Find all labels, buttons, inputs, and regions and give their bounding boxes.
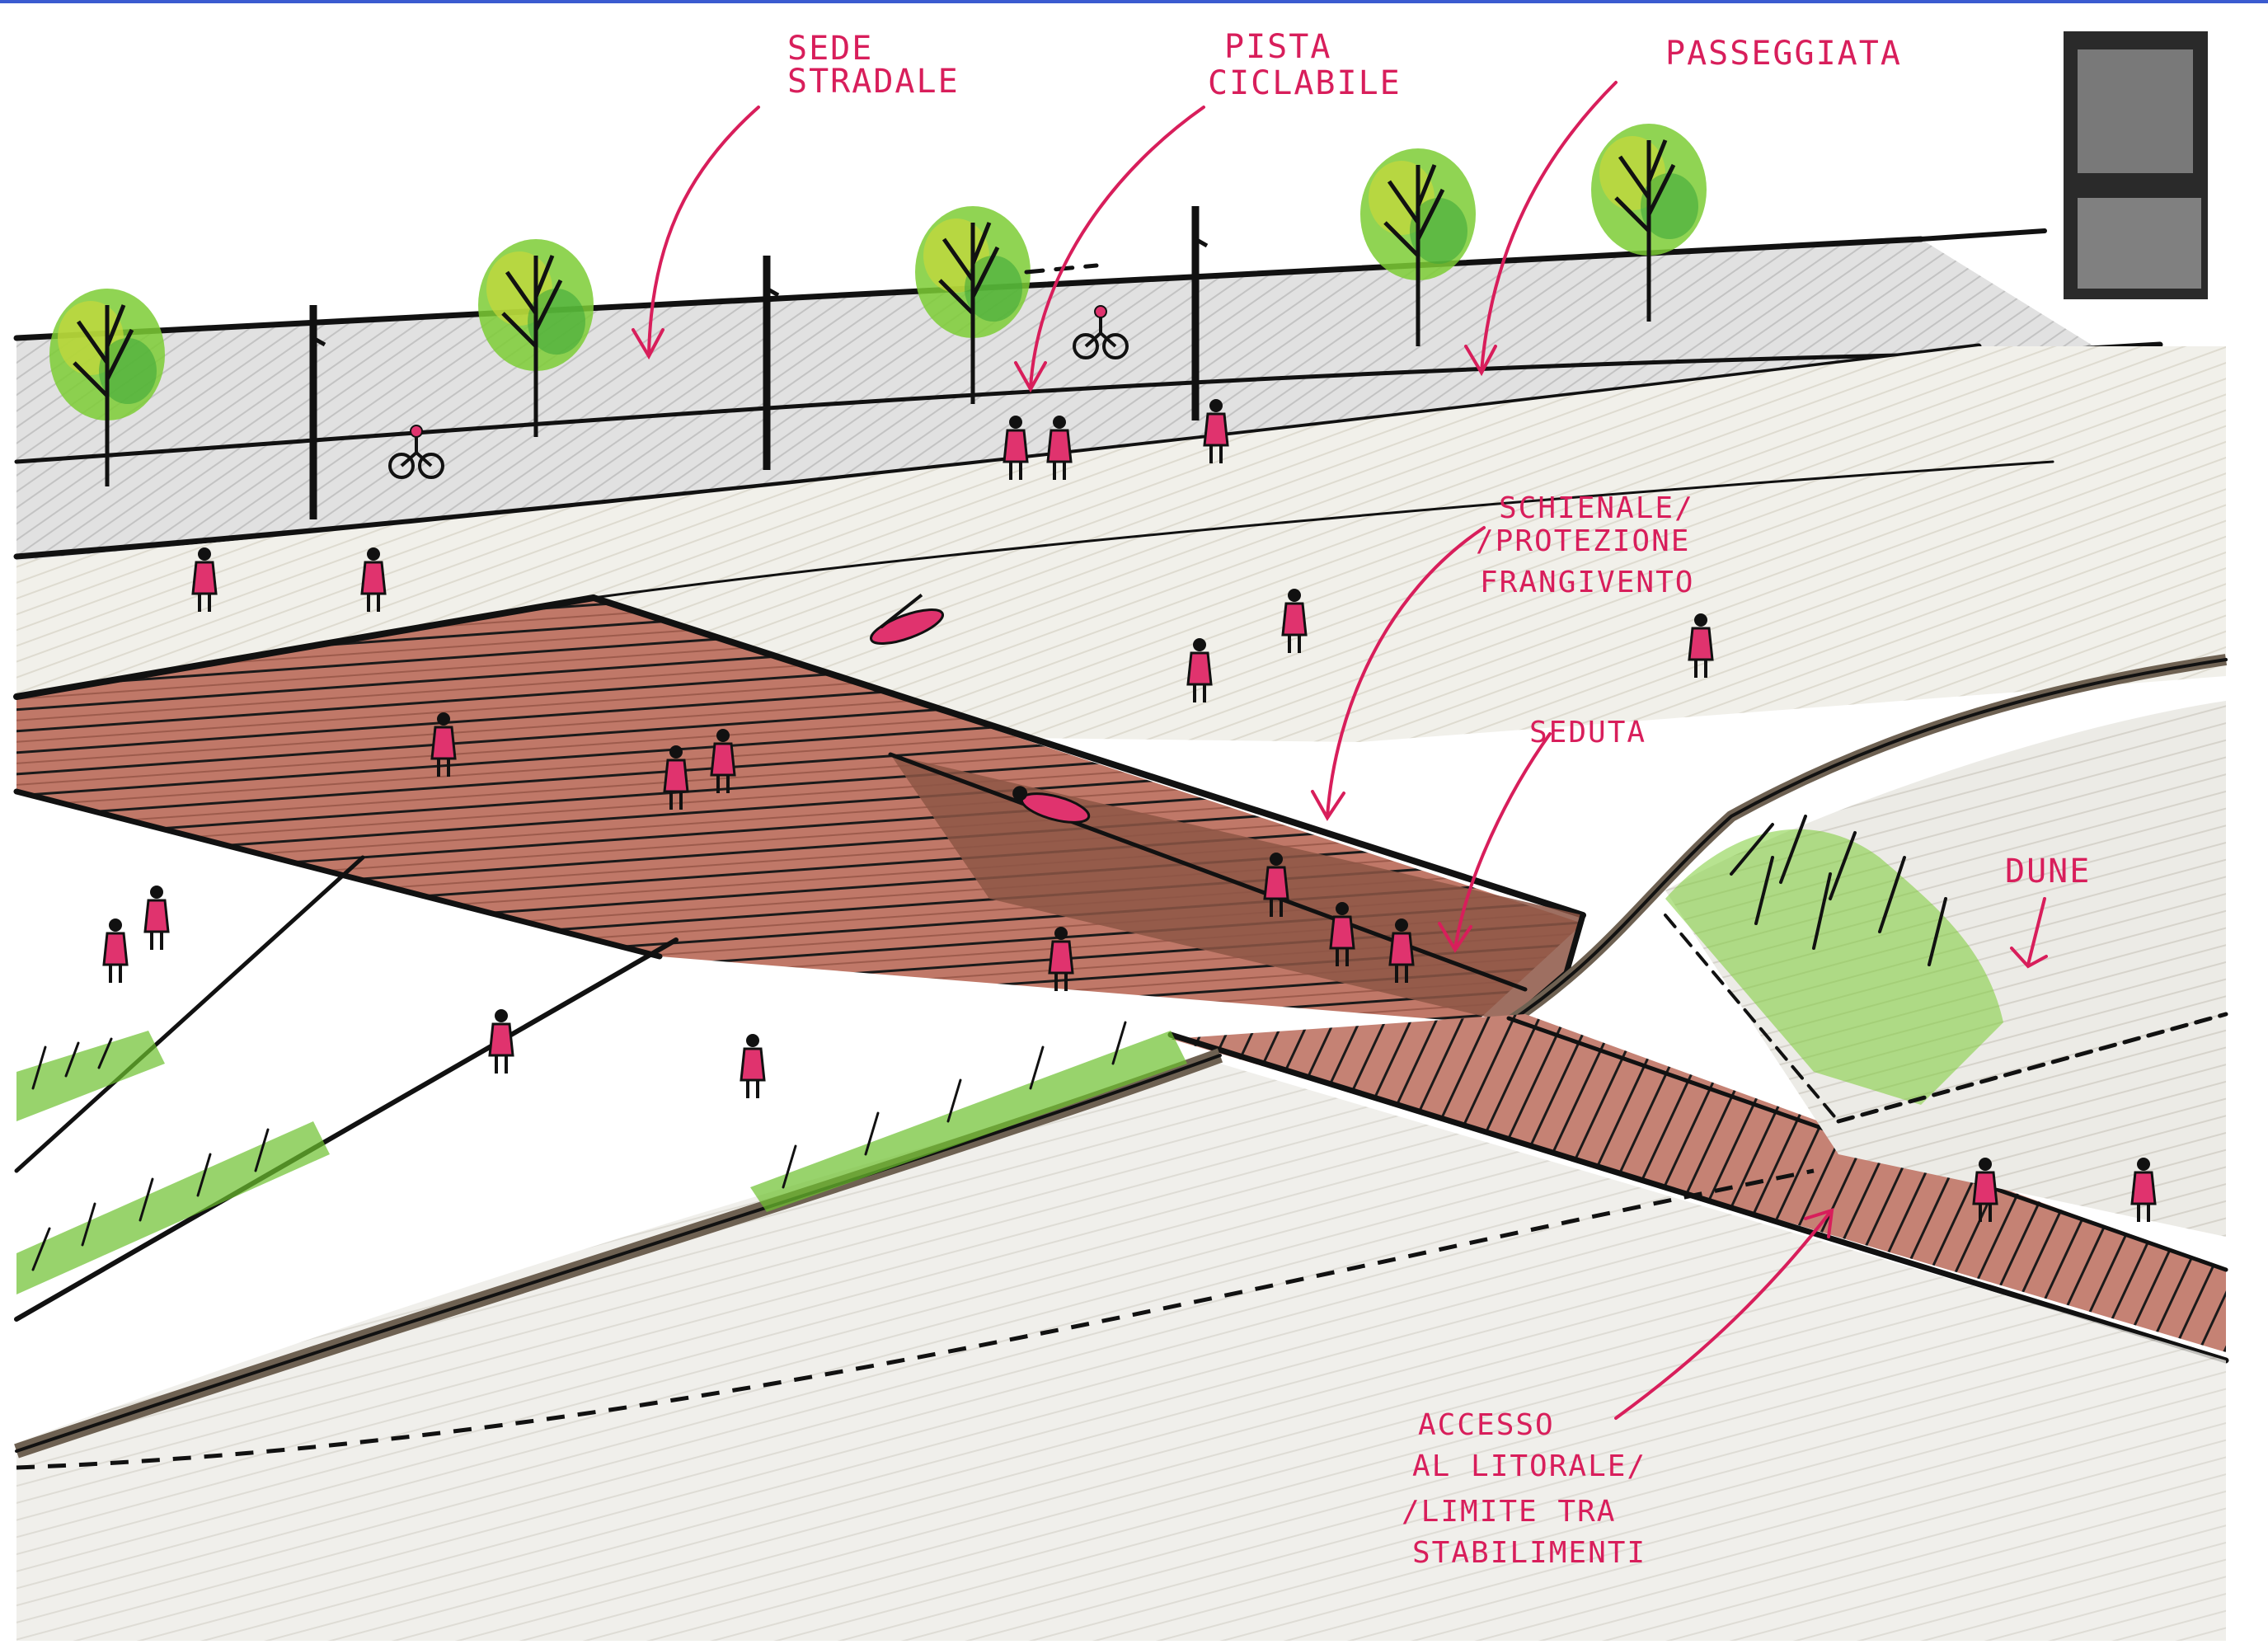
- label-line: PISTA: [1224, 28, 1331, 66]
- skateboarder-icon: [870, 593, 944, 646]
- label-line: /PROTEZIONE: [1476, 524, 1690, 558]
- label-line: /LIMITE TRA: [1402, 1495, 1616, 1529]
- bicycle-icon: [1073, 305, 1129, 359]
- label-line: STABILIMENTI: [1412, 1536, 1646, 1570]
- label-pista-ciclabile: PISTA CICLABILE: [1208, 28, 1402, 102]
- label-line: DUNE: [2005, 853, 2091, 890]
- bicycle-icon: [388, 425, 444, 479]
- dunes-area: [1664, 701, 2228, 1237]
- label-line: CICLABILE: [1208, 64, 1402, 102]
- label-seduta: SEDUTA: [1529, 716, 1646, 749]
- label-line: PASSEGGIATA: [1665, 35, 1902, 73]
- label-dune: DUNE: [2005, 853, 2091, 890]
- label-line: SEDE: [787, 30, 873, 68]
- annotation-arrows: [632, 81, 2048, 1420]
- label-line: ACCESSO: [1418, 1408, 1555, 1442]
- label-line: SCHIENALE/: [1499, 491, 1694, 525]
- label-sede-stradale: SEDE STRADALE: [787, 30, 960, 101]
- label-accesso: ACCESSO AL LITORALE/ /LIMITE TRA STABILI…: [1402, 1408, 1646, 1570]
- label-line: SEDUTA: [1529, 716, 1646, 749]
- label-passeggiata: PASSEGGIATA: [1665, 35, 1902, 73]
- label-line: AL LITORALE/: [1412, 1449, 1646, 1483]
- label-schienale: SCHIENALE/ /PROTEZIONE FRANGIVENTO: [1476, 491, 1694, 599]
- beach-sand: [14, 855, 2226, 1641]
- label-line: FRANGIVENTO: [1480, 566, 1694, 599]
- reclining-person-icon: [1012, 786, 1091, 824]
- scan-artifact: [2064, 31, 2208, 299]
- label-line: STRADALE: [787, 63, 960, 101]
- low-vegetation: [16, 1021, 1187, 1294]
